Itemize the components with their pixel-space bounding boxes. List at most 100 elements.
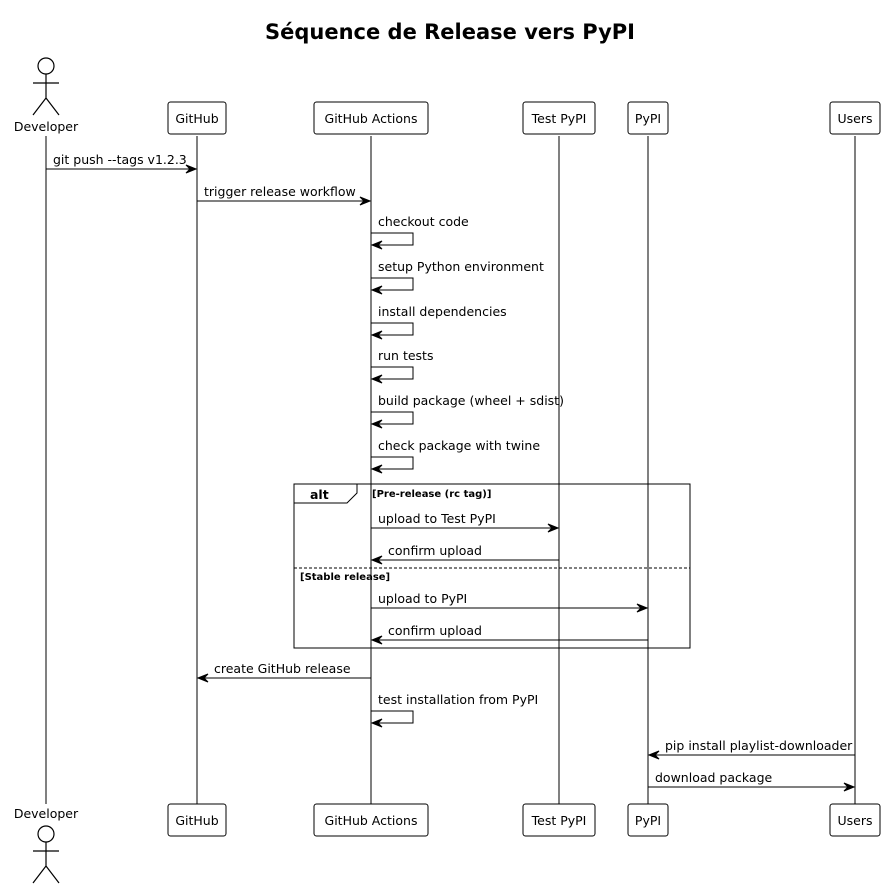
alt-frame-tab — [294, 484, 358, 504]
message-13: create GitHub release — [196, 661, 371, 683]
message-3: checkout code — [370, 214, 469, 250]
arrowhead-icon — [370, 285, 383, 295]
message-9: upload to Test PyPI — [371, 511, 560, 533]
participant-testpypi-top: Test PyPI — [522, 101, 596, 135]
actor-body-icon — [32, 74, 60, 116]
participant-box — [167, 101, 227, 135]
alt-keyword: alt — [310, 487, 329, 502]
arrowhead-icon — [370, 419, 383, 429]
participant-box — [313, 101, 429, 135]
alt-frame — [293, 483, 691, 649]
participant-label: Developer — [14, 119, 79, 134]
message-14: test installation from PyPI — [370, 692, 538, 728]
message-2: trigger release workflow — [197, 184, 372, 206]
message-label: create GitHub release — [214, 661, 351, 676]
actor-body-icon — [32, 842, 60, 884]
participant-label: PyPI — [635, 813, 661, 828]
self-message-line — [371, 277, 414, 291]
participant-box — [627, 101, 669, 135]
arrowhead-icon — [370, 330, 383, 340]
participant-box — [627, 803, 669, 837]
arrowhead-icon — [647, 750, 660, 760]
arrowhead-icon — [359, 196, 372, 206]
arrowhead-icon — [370, 555, 383, 565]
participant-box — [167, 803, 227, 837]
participant-box — [313, 803, 429, 837]
arrowhead-icon — [370, 240, 383, 250]
message-11: upload to PyPI — [371, 591, 649, 613]
participant-box — [829, 101, 881, 135]
message-6: run tests — [370, 348, 433, 384]
actor-head-icon — [37, 57, 55, 75]
participant-pypi-top: PyPI — [627, 101, 669, 135]
participant-actions-bottom: GitHub Actions — [313, 803, 429, 837]
arrowhead-icon — [185, 164, 198, 174]
self-message-line — [371, 456, 414, 470]
arrowhead-icon — [370, 374, 383, 384]
message-15: pip install playlist-downloader — [647, 738, 855, 760]
message-1: git push --tags v1.2.3 — [46, 152, 198, 174]
arrowhead-icon — [196, 673, 209, 683]
participant-actions-top: GitHub Actions — [313, 101, 429, 135]
message-label: build package (wheel + sdist) — [378, 393, 564, 408]
message-label: check package with twine — [378, 438, 540, 453]
arrowhead-icon — [370, 635, 383, 645]
message-label: checkout code — [378, 214, 469, 229]
participant-testpypi-bottom: Test PyPI — [522, 803, 596, 837]
participant-label: GitHub — [175, 111, 218, 126]
self-message-line — [371, 322, 414, 336]
participant-box — [829, 803, 881, 837]
message-label: pip install playlist-downloader — [665, 738, 853, 753]
message-label: confirm upload — [388, 623, 482, 638]
self-message-line — [371, 411, 414, 425]
participant-label: GitHub Actions — [325, 813, 418, 828]
message-4: setup Python environment — [370, 259, 544, 295]
participant-pypi-bottom: PyPI — [627, 803, 669, 837]
actor-developer-bottom: Developer — [14, 806, 79, 884]
participant-users-bottom: Users — [829, 803, 881, 837]
self-message-line — [371, 232, 414, 246]
self-message-line — [371, 710, 414, 724]
message-7: build package (wheel + sdist) — [370, 393, 564, 429]
participant-label: Users — [837, 111, 872, 126]
arrowhead-icon — [370, 718, 383, 728]
message-5: install dependencies — [370, 304, 507, 340]
message-label: setup Python environment — [378, 259, 544, 274]
message-label: download package — [655, 770, 772, 785]
participant-label: Test PyPI — [531, 813, 587, 828]
message-12: confirm upload — [370, 623, 648, 645]
participant-label: GitHub — [175, 813, 218, 828]
message-10: confirm upload — [370, 543, 559, 565]
participant-label: Developer — [14, 806, 79, 821]
message-16: download package — [648, 770, 856, 792]
actor-head-icon — [37, 825, 55, 843]
actor-developer-top: Developer — [14, 57, 79, 134]
arrowhead-icon — [547, 523, 560, 533]
message-label: run tests — [378, 348, 433, 363]
alt-guard-prerelease: [Pre-release (rc tag)] — [372, 489, 491, 500]
message-label: upload to PyPI — [378, 591, 467, 606]
arrowhead-icon — [370, 464, 383, 474]
arrowhead-icon — [636, 603, 649, 613]
alt-guard-stable: [Stable release] — [300, 572, 390, 583]
message-label: install dependencies — [378, 304, 507, 319]
participant-label: Users — [837, 813, 872, 828]
participant-label: PyPI — [635, 111, 661, 126]
message-label: confirm upload — [388, 543, 482, 558]
participant-label: Test PyPI — [531, 111, 587, 126]
message-8: check package with twine — [370, 438, 540, 474]
participant-box — [522, 101, 596, 135]
message-label: git push --tags v1.2.3 — [53, 152, 187, 167]
arrowhead-icon — [843, 782, 856, 792]
message-label: test installation from PyPI — [378, 692, 538, 707]
message-label: upload to Test PyPI — [378, 511, 496, 526]
diagram-title: Séquence de Release vers PyPI — [265, 20, 635, 44]
participant-label: GitHub Actions — [325, 111, 418, 126]
participant-github-bottom: GitHub — [167, 803, 227, 837]
self-message-line — [371, 366, 414, 380]
participant-github-top: GitHub — [167, 101, 227, 135]
participant-box — [522, 803, 596, 837]
participant-users-top: Users — [829, 101, 881, 135]
message-label: trigger release workflow — [204, 184, 356, 199]
